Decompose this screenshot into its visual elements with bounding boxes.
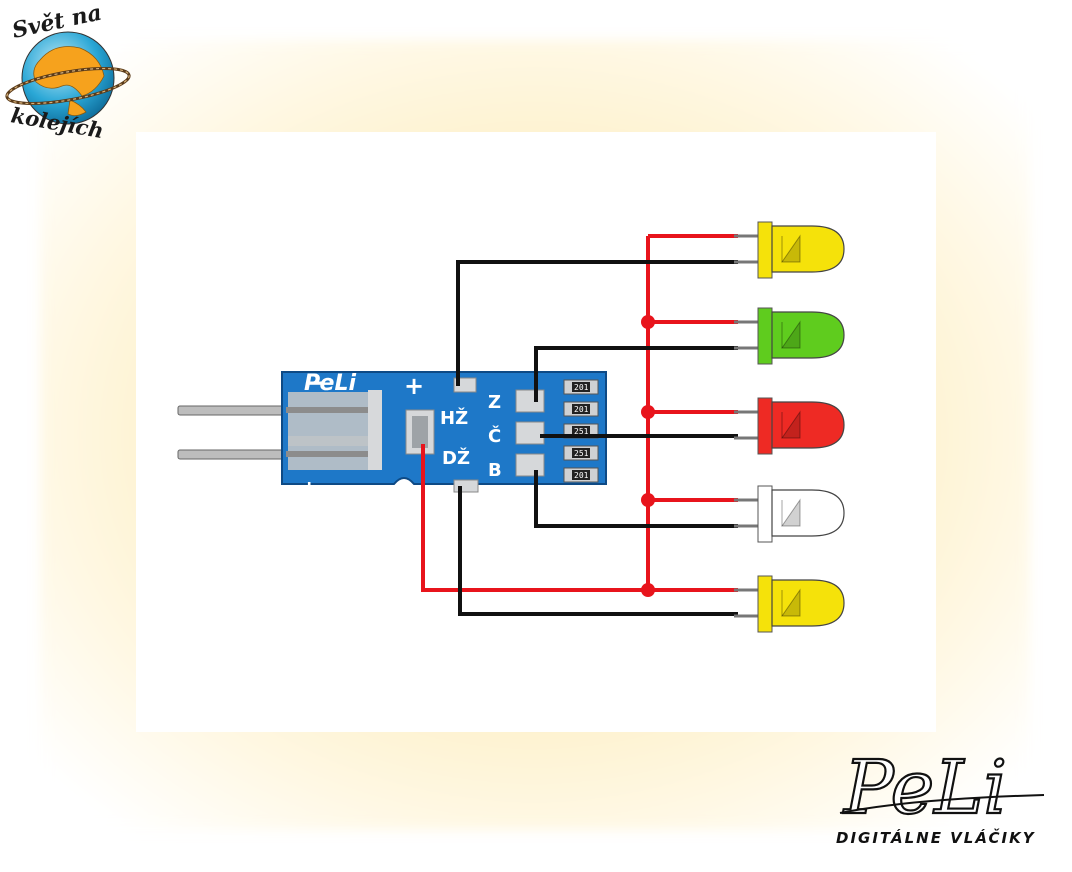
peli-logo: PeLi DIGITÁLNE VLÁČIKY xyxy=(836,744,1045,847)
plus-label-top: + xyxy=(404,372,424,400)
negative-wires xyxy=(456,260,738,616)
resistor-code: 201 xyxy=(574,405,589,414)
pcb-board: 201 201 251 251 201 PeLi − + + 07.21 HŽ … xyxy=(281,366,607,502)
minus-label: − xyxy=(304,366,327,399)
positive-wires xyxy=(421,234,738,592)
wiring-diagram: 201 201 251 251 201 PeLi − + + 07.21 HŽ … xyxy=(177,221,845,633)
positive-junctions xyxy=(641,315,655,597)
svet-na-kolejich-logo: Svět na kolejích xyxy=(5,0,131,143)
resistor-code: 201 xyxy=(574,383,589,392)
pad-label-dz: DŽ xyxy=(442,447,470,469)
pad-label-c: Č xyxy=(488,425,501,447)
resistor-code: 201 xyxy=(574,471,589,480)
led-group xyxy=(734,221,845,633)
led-white xyxy=(734,485,845,543)
resistor-code: 251 xyxy=(574,449,589,458)
resistor-code: 251 xyxy=(574,427,589,436)
pcb-version: 07.21 xyxy=(328,483,366,497)
pcb-brand: PeLi xyxy=(304,371,356,396)
wiring-diagram-panel: 201 201 251 251 201 PeLi − + + 07.21 HŽ … xyxy=(136,132,936,732)
led-yellow-top xyxy=(734,221,845,279)
peli-tagline: DIGITÁLNE VLÁČIKY xyxy=(836,827,1036,847)
plus-label-bottom: + xyxy=(300,477,318,502)
led-yellow-bottom xyxy=(734,575,845,633)
led-red xyxy=(734,397,845,455)
led-green xyxy=(734,307,845,365)
peli-brand: PeLi xyxy=(842,745,1007,831)
pad-label-hz: HŽ xyxy=(440,407,468,429)
pad-label-b: B xyxy=(488,460,502,481)
pad-label-z: Z xyxy=(488,392,501,413)
